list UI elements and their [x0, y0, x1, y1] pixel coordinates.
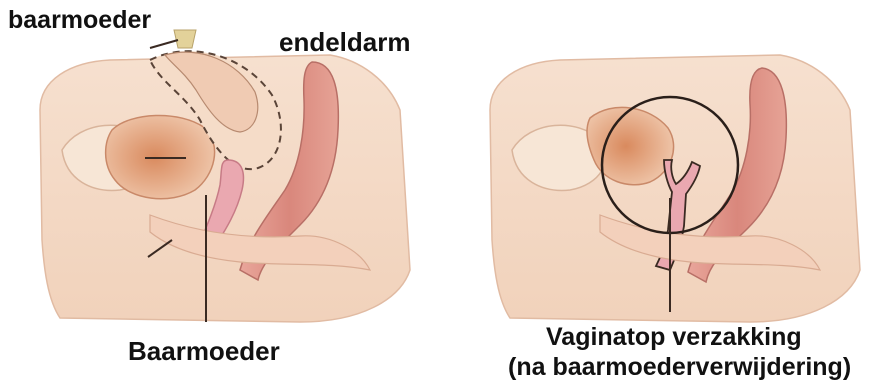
left-leader-uterus-top — [150, 40, 178, 48]
label-uterus-top: baarmoeder — [8, 8, 151, 33]
left-uterus-stalk — [174, 30, 196, 48]
left-panel — [40, 30, 410, 322]
right-panel — [490, 55, 860, 322]
label-after-hysterectomy: (na baarmoederverwijdering) — [508, 355, 851, 380]
label-rectum: endeldarm — [279, 29, 411, 55]
label-vault-prolapse: Vaginatop verzakking — [546, 325, 802, 350]
label-uterus-bottom: Baarmoeder — [128, 338, 280, 364]
